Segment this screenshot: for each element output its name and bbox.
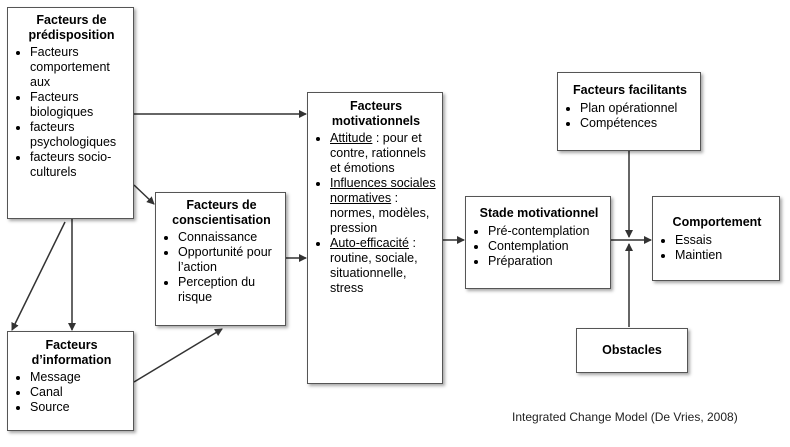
stade-list: Pré-contemplation Contemplation Préparat…	[472, 224, 606, 269]
box-obstacles: Obstacles	[576, 328, 688, 373]
list-item: Perception du risque	[178, 275, 281, 305]
conscientisation-title: Facteurs de conscientisation	[172, 198, 271, 227]
box-stade-motivationnel: Stade motivationnel Pré-contemplation Co…	[465, 196, 611, 289]
box-facteurs-information: Facteurs d’information Message Canal Sou…	[7, 331, 134, 431]
list-item: Contemplation	[488, 239, 606, 254]
list-item: Plan opérationnel	[580, 101, 696, 116]
list-item: Source	[30, 400, 129, 415]
list-item: Canal	[30, 385, 129, 400]
list-item: Connaissance	[178, 230, 281, 245]
list-item: Facteurs comportement aux	[30, 45, 129, 90]
facilitants-title: Facteurs facilitants	[573, 83, 687, 97]
auto-efficacite-heading: Auto-efficacité	[330, 236, 409, 250]
list-item: Pré-contemplation	[488, 224, 606, 239]
list-item: Auto-efficacité : routine, sociale, situ…	[330, 236, 438, 296]
information-title: Facteurs d’information	[31, 338, 112, 367]
attitude-text: : pour et contre, rationnels et émotions	[330, 131, 426, 175]
arrow-predisposition-information-diag	[11, 221, 66, 331]
box-comportement: Comportement Essais Maintien	[652, 196, 780, 281]
facilitants-list: Plan opérationnel Compétences	[564, 101, 696, 131]
list-item: Attitude : pour et contre, rationnels et…	[330, 131, 438, 176]
influences-heading: Influences sociales normatives	[330, 176, 436, 205]
list-item: Préparation	[488, 254, 606, 269]
list-item: Facteurs biologiques	[30, 90, 129, 120]
box-facteurs-motivationnels: Facteurs motivationnels Attitude : pour …	[307, 92, 443, 384]
box-facteurs-conscientisation: Facteurs de conscientisation Connaissanc…	[155, 192, 286, 326]
list-item: Essais	[675, 233, 775, 248]
list-item: Opportunité pour l’action	[178, 245, 281, 275]
box-facteurs-facilitants: Facteurs facilitants Plan opérationnel C…	[557, 72, 701, 151]
list-item: Influences sociales normatives : normes,…	[330, 176, 438, 236]
predisposition-list: Facteurs comportement aux Facteurs biolo…	[14, 45, 129, 180]
arrow-predisposition-conscientisation	[133, 184, 155, 205]
information-list: Message Canal Source	[14, 370, 129, 415]
list-item: Maintien	[675, 248, 775, 263]
conscientisation-list: Connaissance Opportunité pour l’action P…	[162, 230, 281, 305]
comportement-list: Essais Maintien	[659, 233, 775, 263]
comportement-title: Comportement	[672, 215, 762, 229]
motivationnels-list: Attitude : pour et contre, rationnels et…	[314, 131, 438, 296]
arrow-information-conscientisation	[133, 328, 223, 383]
influences-text: : normes, modèles, pression	[330, 191, 430, 235]
box-facteurs-predisposition: Facteurs de prédisposition Facteurs comp…	[7, 7, 134, 219]
list-item: facteurs psychologiques	[30, 120, 129, 150]
list-item: facteurs socio-culturels	[30, 150, 129, 180]
stade-title: Stade motivationnel	[479, 206, 599, 220]
motivationnels-title: Facteurs motivationnels	[331, 99, 421, 128]
figure-caption: Integrated Change Model (De Vries, 2008)	[512, 410, 738, 424]
list-item: Message	[30, 370, 129, 385]
obstacles-title: Obstacles	[602, 343, 662, 357]
list-item: Compétences	[580, 116, 696, 131]
predisposition-title: Facteurs de prédisposition	[28, 13, 115, 42]
attitude-heading: Attitude	[330, 131, 373, 145]
auto-efficacite-text: : routine, sociale, situationnelle, stre…	[330, 236, 418, 295]
